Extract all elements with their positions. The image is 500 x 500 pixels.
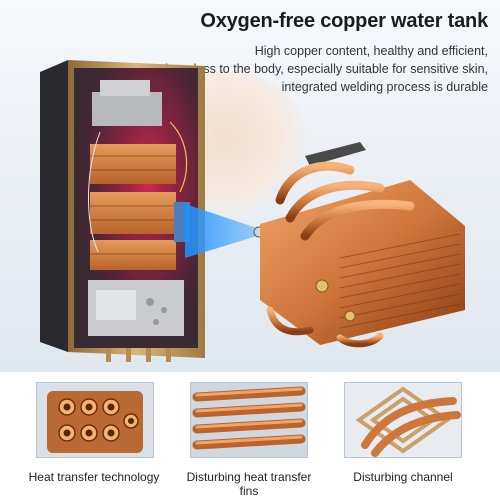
- description-line-2: harmless to the body, especially suitabl…: [165, 62, 488, 76]
- feature-caption-disturbing-channel: Disturbing channel: [353, 470, 453, 484]
- water-heater-cutaway-image: [40, 52, 210, 364]
- description-line-1: High copper content, healthy and efficie…: [254, 44, 488, 58]
- disturbing-heat-transfer-fins-image: [190, 382, 308, 458]
- disturbing-channel-image: [344, 382, 462, 458]
- description-line-3: integrated welding process is durable: [281, 80, 488, 94]
- feature-caption-disturbing-heat-transfer-fins: Disturbing heat transfer fins: [186, 470, 312, 498]
- copper-heat-exchanger-image: [250, 140, 475, 350]
- hero-panel: Oxygen-free copper water tank High coppe…: [0, 0, 500, 372]
- feature-caption-heat-transfer-technology: Heat transfer technology: [28, 470, 160, 484]
- headline: Oxygen-free copper water tank: [200, 10, 488, 32]
- heat-transfer-technology-image: [36, 382, 154, 458]
